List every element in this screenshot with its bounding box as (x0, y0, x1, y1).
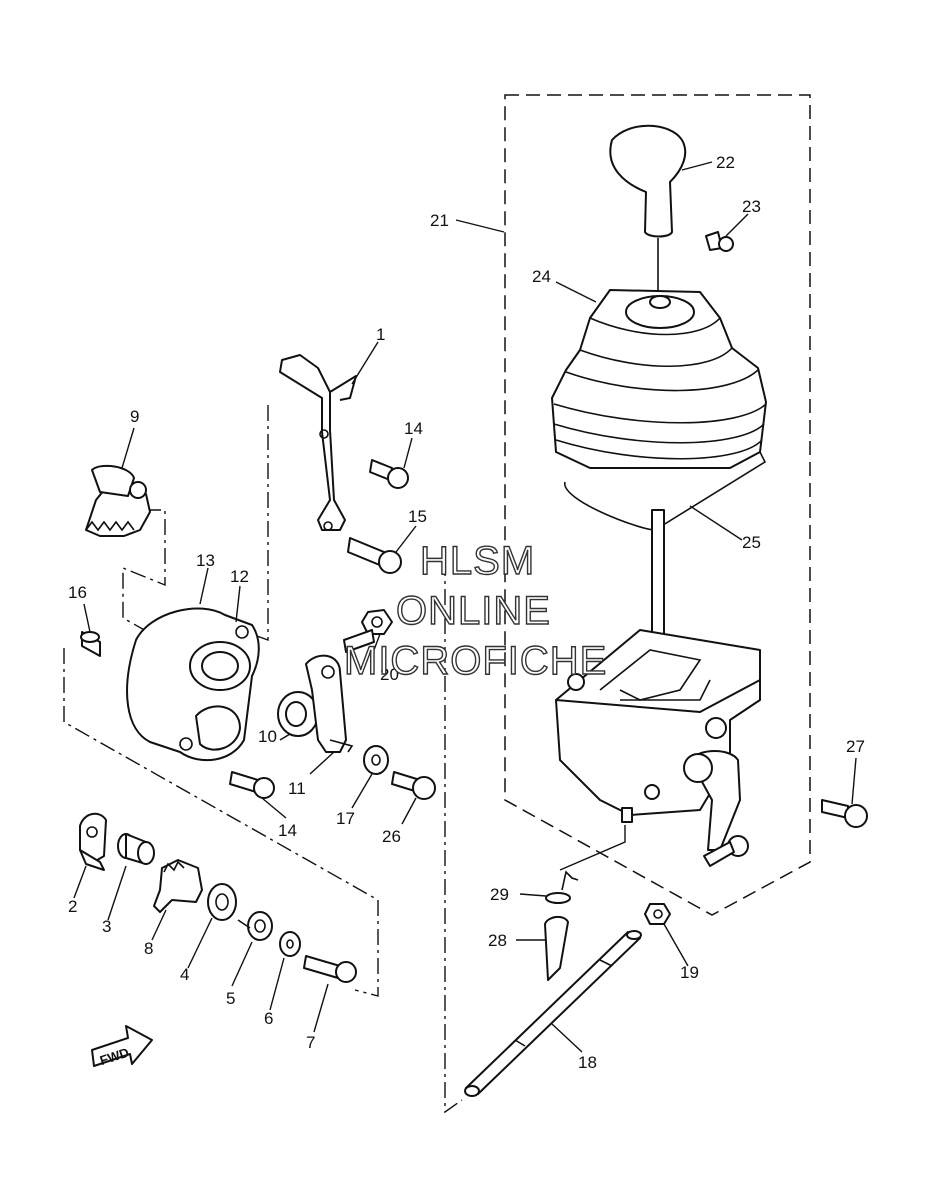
reference-line-upper (239, 405, 269, 641)
callout-6: 6 (264, 1009, 273, 1028)
watermark-line-1: HLSM (420, 539, 535, 583)
callout-10: 10 (258, 727, 277, 746)
clip-29 (545, 870, 579, 904)
callout-11: 11 (288, 779, 306, 798)
callout-4: 4 (180, 965, 189, 984)
callout-26: 26 (382, 827, 401, 846)
shift-boot (551, 289, 767, 469)
bushing-28 (544, 916, 569, 981)
callout-22: 22 (716, 153, 735, 172)
bolt-7 (303, 955, 357, 983)
callout-29: 29 (490, 885, 509, 904)
callout-14-top: 14 (404, 419, 423, 438)
callout-25: 25 (742, 533, 761, 552)
callout-13: 13 (196, 551, 215, 570)
callout-24: 24 (532, 267, 551, 286)
callout-7: 7 (306, 1033, 315, 1052)
callout-20: 20 (380, 665, 399, 684)
gear-plate-8 (153, 859, 203, 913)
callout-18: 18 (578, 1053, 597, 1072)
stopper-2 (79, 812, 107, 871)
leader-lines (73, 161, 857, 1053)
callout-15: 15 (408, 507, 427, 526)
callout-17: 17 (336, 809, 355, 828)
reference-line-shaft (444, 560, 463, 1114)
callout-8: 8 (144, 939, 153, 958)
boss-12 (189, 641, 251, 751)
callout-3: 3 (102, 917, 111, 936)
callout-16: 16 (68, 583, 87, 602)
set-screw (705, 231, 734, 252)
bolt-27 (821, 799, 868, 828)
collar-3 (117, 833, 155, 865)
shift-rod-18 (464, 930, 642, 1097)
assembly-boundary (504, 94, 811, 916)
bolt-15 (347, 537, 402, 574)
callout-12: 12 (230, 567, 249, 586)
pin-16 (80, 631, 101, 657)
washer-6 (279, 931, 301, 957)
spring-5 (237, 911, 273, 941)
reference-line-gear (122, 509, 166, 633)
shift-knob (609, 124, 687, 296)
linkage-arm (683, 750, 749, 867)
watermark-line-2: ONLINE (396, 589, 551, 633)
shift-lever-rod (651, 509, 665, 641)
callout-5: 5 (226, 989, 235, 1008)
callout-9: 9 (130, 407, 139, 426)
watermark-line-3: MICROFICHE (344, 639, 607, 683)
washer-17 (363, 745, 389, 775)
nut-20 (343, 609, 393, 653)
callout-19: 19 (680, 963, 699, 982)
bracket-1 (279, 354, 357, 531)
callout-2: 2 (68, 897, 77, 916)
bolt-14-lower (229, 771, 275, 799)
bolt-14-top (369, 459, 409, 489)
forward-direction-icon: FWD (91, 1025, 153, 1068)
callout-23: 23 (742, 197, 761, 216)
nut-19 (644, 903, 671, 925)
callout-numbers: 1 2 3 4 5 6 7 8 9 10 11 12 13 14 14 15 1… (68, 153, 865, 1072)
callout-28: 28 (488, 931, 507, 950)
watermark: HLSM ONLINE MICROFICHE (343, 538, 607, 683)
callout-14-lower: 14 (278, 821, 297, 840)
callout-21: 21 (430, 211, 449, 230)
callout-27: 27 (846, 737, 865, 756)
lever-11 (305, 654, 354, 753)
bolt-26 (391, 771, 436, 800)
washer-4 (207, 883, 237, 921)
callout-1: 1 (376, 325, 385, 344)
bearing-10 (277, 691, 319, 737)
gear-segment-9 (85, 464, 151, 537)
